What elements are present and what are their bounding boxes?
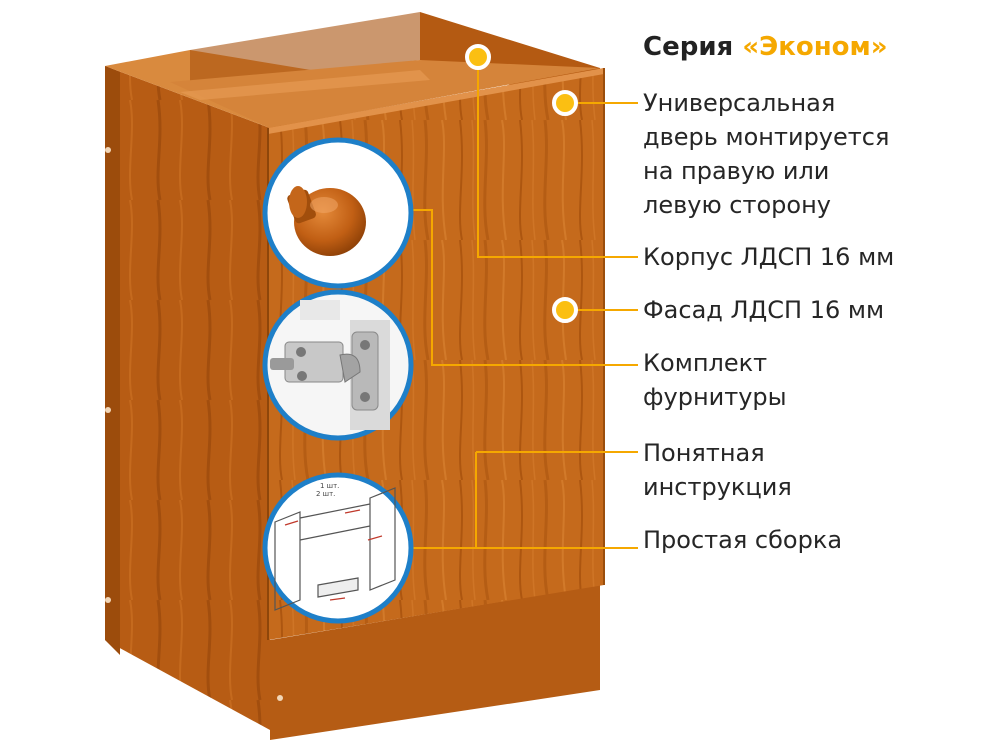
knob-icon	[287, 186, 366, 256]
hinge-inset	[262, 289, 414, 441]
series-title: Серия «Эконом»	[643, 32, 888, 62]
feature-body-material: Корпус ЛДСП 16 мм	[643, 243, 895, 271]
series-label: Серия	[643, 32, 734, 62]
feature-instructions: Понятная инструкция	[643, 439, 792, 501]
series-name: «Эконом»	[742, 32, 888, 62]
assembly-inset: 1 шт. 2 шт.	[262, 472, 414, 624]
knob-inset	[262, 137, 414, 289]
side-panel	[105, 66, 270, 730]
diagram-label-2: 2 шт.	[316, 490, 335, 498]
feature-easy-assembly: Простая сборка	[643, 526, 843, 554]
callout-dots	[465, 44, 578, 323]
assembly-diagram-icon	[274, 487, 396, 611]
feature-hardware-kit: Комплект фурнитуры	[643, 349, 787, 411]
feature-universal-door: Универсальная дверь монтируется на праву…	[643, 89, 890, 219]
diagram-label-1: 1 шт.	[320, 482, 339, 490]
hinge-icon	[270, 300, 390, 430]
plinth	[270, 585, 600, 740]
feature-facade-material: Фасад ЛДСП 16 мм	[643, 296, 885, 324]
callout-lines	[411, 57, 638, 549]
